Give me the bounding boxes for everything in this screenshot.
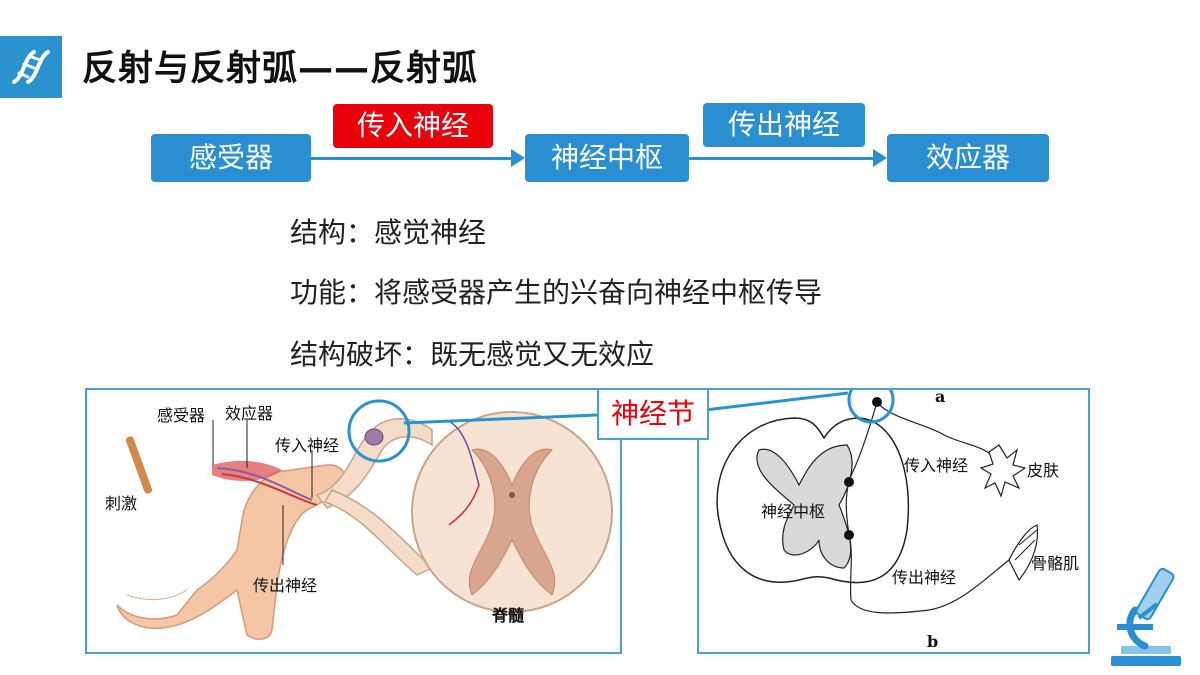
label-effector: 效应器 <box>225 404 274 423</box>
reflex-arc-illustration: 感受器 效应器 传入神经 刺激 传出神经 脊髓 <box>85 388 622 654</box>
label-afferent: 传入神经 <box>275 436 340 455</box>
info-function: 功能：将感受器产生的兴奋向神经中枢传导 <box>290 276 823 309</box>
reflex-arc-schematic: a 传入神经 神经中枢 皮肤 传出神经 骨骼肌 b <box>697 388 1090 654</box>
label-a: a <box>935 388 946 406</box>
label-nerve-center: 神经中枢 <box>761 502 826 521</box>
arrow-head-icon <box>511 149 525 167</box>
flow-node-receptor: 感受器 <box>151 134 311 182</box>
efferent-label-box: 传出神经 <box>703 103 865 147</box>
label-spinal-cord: 脊髓 <box>492 606 525 625</box>
label-right-afferent: 传入神经 <box>904 456 969 475</box>
flow-arrow-2 <box>689 157 875 160</box>
info-damage: 结构破坏：既无感觉又无效应 <box>290 338 655 371</box>
label-receptor: 感受器 <box>157 406 206 425</box>
label-stimulus: 刺激 <box>105 494 138 513</box>
arrow-head-icon <box>873 149 887 167</box>
label-skin: 皮肤 <box>1027 461 1060 480</box>
dna-icon <box>12 50 50 84</box>
label-b: b <box>927 632 939 651</box>
flow-node-effector: 效应器 <box>887 134 1049 182</box>
flow-arrow-1 <box>311 157 513 160</box>
leg-spinal-cord-drawing <box>116 399 613 640</box>
page-title: 反射与反射弧——反射弧 <box>82 49 479 89</box>
microscope-icon <box>1111 567 1181 666</box>
schematic-drawing <box>716 390 1039 614</box>
label-muscle: 骨骼肌 <box>1031 554 1080 573</box>
flow-node-center: 神经中枢 <box>525 134 689 182</box>
label-right-efferent: 传出神经 <box>892 568 957 587</box>
logo-badge <box>0 36 62 98</box>
label-efferent: 传出神经 <box>253 576 318 595</box>
info-structure: 结构：感觉神经 <box>290 216 487 249</box>
ganglion-callout: 神经节 <box>597 388 709 440</box>
afferent-label-box: 传入神经 <box>333 104 493 148</box>
